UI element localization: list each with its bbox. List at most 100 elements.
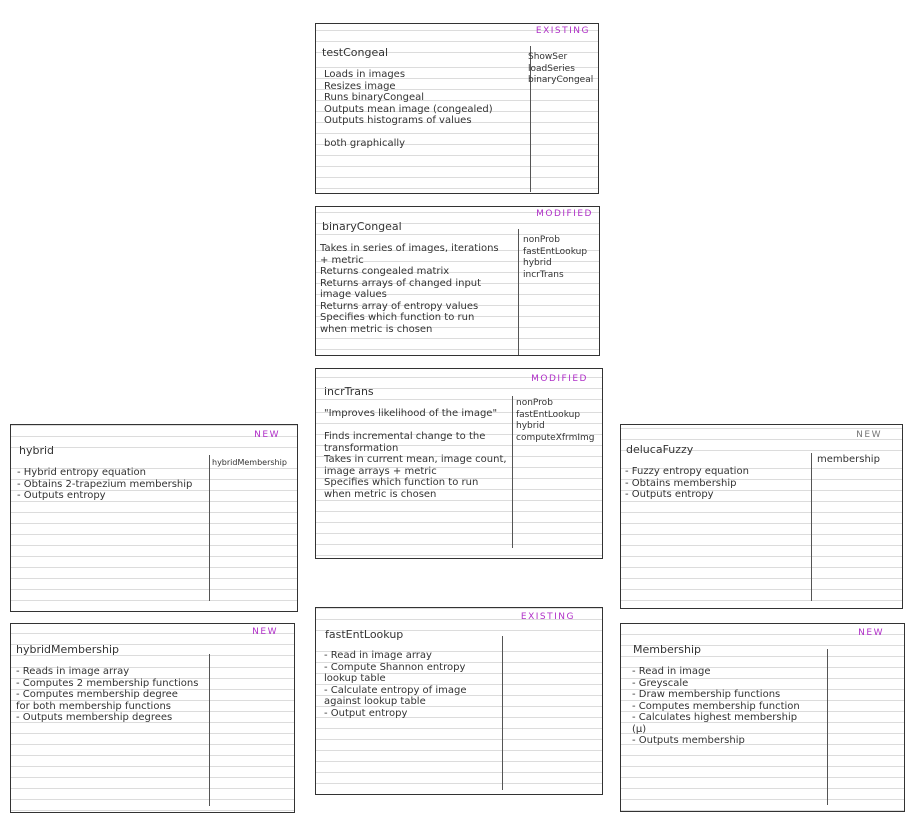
- column-divider: [530, 46, 531, 192]
- card-title: hybrid: [19, 444, 55, 457]
- collaborator: incrTrans: [523, 269, 564, 280]
- list-item: Outputs mean image (congealed): [324, 103, 493, 115]
- list-item: image arrays + metric: [324, 465, 437, 477]
- column-divider: [209, 654, 210, 806]
- column-divider: [811, 453, 812, 601]
- responsibilities-list: Takes in series of images, iterations + …: [320, 243, 499, 335]
- collaborator: hybrid: [516, 421, 545, 431]
- collaborators-list: nonProb fastEntLookup hybrid incrTrans: [523, 235, 587, 281]
- list-item: Specifies which function to run: [324, 477, 479, 488]
- list-item: Resizes image: [324, 80, 396, 92]
- collaborator: fastEntLookup: [516, 409, 581, 420]
- card-status: NEW: [858, 628, 884, 638]
- column-divider: [512, 396, 513, 548]
- list-item: Takes in current mean, image count,: [324, 454, 507, 465]
- list-item: transformation: [324, 442, 399, 454]
- card-title: fastEntLookup: [325, 628, 404, 641]
- card-status: NEW: [254, 430, 280, 440]
- card-status: MODIFIED: [536, 209, 593, 219]
- card-delucaFuzzy: NEW delucaFuzzy - Fuzzy entropy equation…: [620, 424, 903, 609]
- list-item: for both membership functions: [16, 700, 171, 712]
- card-incrTrans: MODIFIED incrTrans "Improves likelihood …: [315, 368, 603, 559]
- list-item: Specifies which function to run: [320, 312, 475, 323]
- card-title: Membership: [633, 643, 701, 656]
- responsibilities-list: - Read in image array - Compute Shannon …: [324, 650, 467, 719]
- list-item: - Outputs membership degrees: [16, 712, 173, 723]
- card-title: testCongeal: [322, 46, 389, 59]
- responsibilities-list: - Fuzzy entropy equation - Obtains membe…: [625, 466, 749, 501]
- column-divider: [209, 455, 210, 601]
- list-item: - Outputs entropy: [17, 490, 106, 501]
- responsibilities-list: - Read in image - Greyscale - Draw membe…: [632, 666, 800, 747]
- list-item: - Hybrid entropy equation: [17, 467, 146, 478]
- column-divider: [502, 636, 503, 790]
- collaborator: membership: [817, 454, 880, 465]
- collaborator: loadSeries: [528, 63, 575, 74]
- card-title: binaryCongeal: [322, 220, 402, 233]
- collaborator: hybridMembership: [212, 458, 287, 467]
- list-item: - Outputs membership: [632, 735, 745, 746]
- card-title: hybridMembership: [16, 643, 120, 656]
- list-item: Runs binaryCongeal: [324, 92, 425, 103]
- card-fastEntLookup: EXISTING fastEntLookup - Read in image a…: [315, 607, 603, 795]
- card-binaryCongeal: MODIFIED binaryCongeal Takes in series o…: [315, 206, 600, 356]
- card-status: MODIFIED: [531, 374, 588, 384]
- list-item: against lookup table: [324, 696, 426, 707]
- collaborator: hybrid: [523, 258, 552, 268]
- card-hybrid: NEW hybrid - Hybrid entropy equation - O…: [10, 424, 298, 612]
- list-item: - Greyscale: [632, 677, 689, 689]
- list-item: - Calculates highest membership: [632, 712, 798, 723]
- list-item: Returns congealed matrix: [320, 266, 450, 277]
- list-item: when metric is chosen: [320, 323, 433, 335]
- card-Membership: NEW Membership - Read in image - Greysca…: [620, 623, 905, 812]
- list-item: - Obtains 2-trapezium membership: [17, 478, 193, 490]
- responsibilities-list: - Reads in image array - Computes 2 memb…: [16, 666, 198, 724]
- card-testCongeal: EXISTING testCongeal Loads in images Res…: [315, 23, 599, 194]
- collaborators-list: hybridMembership: [212, 457, 287, 469]
- collaborator: ShowSer: [528, 52, 568, 62]
- list-item: - Computes membership degree: [16, 689, 178, 700]
- list-item: - Draw membership functions: [632, 689, 781, 700]
- list-item: image values: [320, 289, 387, 300]
- collaborator: nonProb: [516, 398, 553, 408]
- list-item: when metric is chosen: [324, 488, 437, 500]
- collaborator: fastEntLookup: [523, 246, 588, 257]
- collaborators-list: ShowSer loadSeries binaryCongeal: [528, 52, 593, 87]
- list-item: - Computes 2 membership functions: [16, 677, 199, 689]
- list-item: - Read in image: [632, 666, 711, 677]
- list-item: Finds incremental change to the: [324, 431, 486, 442]
- list-item: Returns array of entropy values: [320, 300, 479, 312]
- list-item: - Compute Shannon entropy: [324, 661, 466, 673]
- collaborator: nonProb: [523, 235, 560, 245]
- list-item: (μ): [632, 723, 647, 735]
- card-hybridMembership: NEW hybridMembership - Reads in image ar…: [10, 623, 295, 813]
- list-item: Takes in series of images, iterations: [320, 243, 499, 254]
- card-title: incrTrans: [324, 385, 374, 398]
- list-item: Outputs histograms of values: [324, 115, 472, 126]
- column-divider: [827, 649, 828, 805]
- list-item: - Fuzzy entropy equation: [625, 466, 749, 477]
- list-item: - Calculate entropy of image: [324, 684, 467, 696]
- list-item: "Improves likelihood of the image": [324, 408, 498, 419]
- list-item: [324, 420, 507, 432]
- responsibilities-list: - Hybrid entropy equation - Obtains 2-tr…: [17, 467, 192, 502]
- list-item: + metric: [320, 254, 364, 266]
- list-item: Returns arrays of changed input: [320, 277, 482, 289]
- card-status: NEW: [252, 627, 278, 637]
- list-item: - Obtains membership: [625, 477, 737, 489]
- column-divider: [518, 229, 519, 355]
- collaborator: binaryCongeal: [528, 75, 594, 85]
- collaborators-list: nonProb fastEntLookup hybrid computeXfrm…: [516, 398, 594, 444]
- list-item: - Computes membership function: [632, 700, 800, 712]
- card-status: EXISTING: [520, 612, 575, 622]
- collaborator: computeXfrmImg: [516, 432, 595, 443]
- list-item: both graphically: [324, 138, 406, 149]
- card-status: NEW: [856, 430, 882, 440]
- list-item: lookup table: [324, 673, 386, 684]
- list-item: [324, 127, 493, 139]
- responsibilities-list: Loads in images Resizes image Runs binar…: [324, 69, 493, 150]
- list-item: Loads in images: [324, 69, 406, 80]
- list-item: - Output entropy: [324, 707, 408, 719]
- responsibilities-list: "Improves likelihood of the image" Finds…: [324, 408, 507, 500]
- list-item: - Read in image array: [324, 650, 432, 661]
